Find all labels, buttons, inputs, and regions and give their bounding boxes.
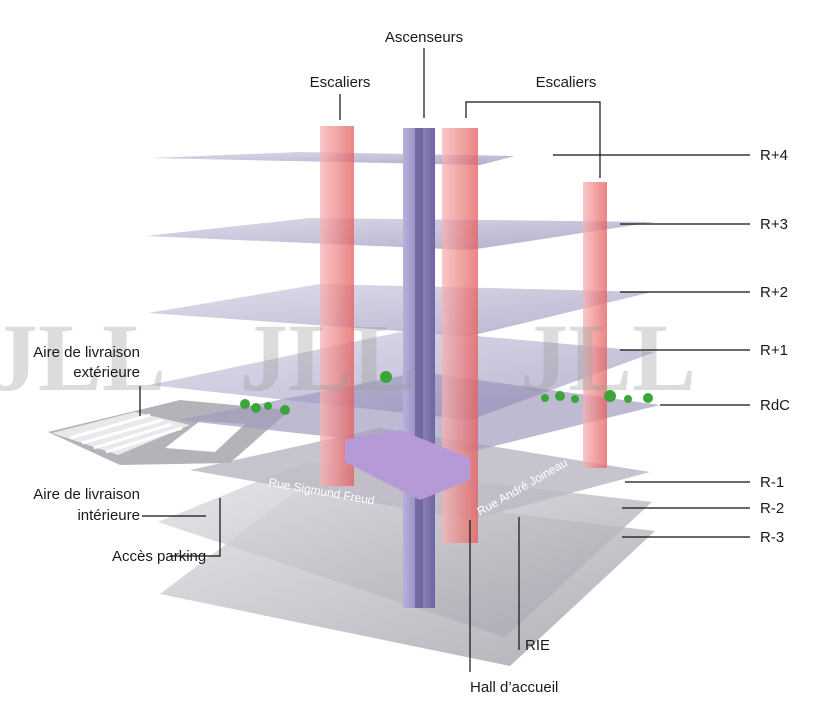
watermark-center: JLL	[240, 304, 416, 411]
label-r4: R+4	[760, 147, 788, 164]
label-aire-ext-line2: extérieure	[73, 364, 140, 381]
label-r2: R+2	[760, 284, 788, 301]
label-rdc: RdC	[760, 397, 790, 414]
label-aire-ext-line1: Aire de livraison	[33, 344, 140, 361]
label-rie: RIE	[525, 637, 550, 654]
label-ascenseurs: Ascenseurs	[385, 29, 463, 46]
label-r1: R+1	[760, 342, 788, 359]
floor-r3-upper-slab	[146, 218, 655, 250]
delivery-stripes	[69, 413, 183, 454]
watermark-right: JLL	[520, 304, 696, 411]
label-acces-parking: Accès parking	[112, 548, 206, 565]
leader-acces-parking	[170, 498, 221, 557]
stair-core-right	[583, 182, 607, 468]
label-rm2: R-2	[760, 500, 784, 517]
trees	[240, 371, 653, 415]
label-hall: Hall d’accueil	[470, 679, 558, 696]
floor-r2-upper-slab	[148, 284, 652, 336]
ground-hole	[165, 421, 245, 452]
watermark-left: JLL	[0, 304, 166, 411]
leader-escaliers-right	[465, 101, 601, 178]
label-aire-int-line2: intérieure	[77, 507, 140, 524]
label-escaliers-left: Escaliers	[310, 74, 371, 91]
label-aire-int-line1: Aire de livraison	[33, 486, 140, 503]
label-rm3: R-3	[760, 529, 784, 546]
label-escaliers-right: Escaliers	[536, 74, 597, 91]
floor-r1-upper-slab	[150, 330, 655, 420]
entrance-block	[345, 430, 470, 500]
elevator-core-shadow	[415, 128, 423, 608]
stair-core-left	[320, 126, 354, 486]
label-rm1: R-1	[760, 474, 784, 491]
label-r3: R+3	[760, 216, 788, 233]
